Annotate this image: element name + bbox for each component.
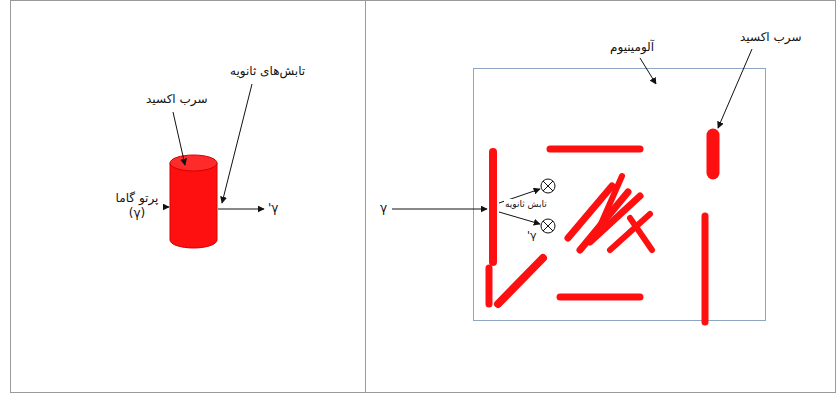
lead-oxide-cylinder	[170, 155, 217, 248]
label: آلومینیوم	[610, 40, 654, 55]
label: γ	[380, 201, 387, 216]
label: تابش ثانویه	[504, 199, 548, 210]
detector-symbol	[541, 179, 555, 193]
aluminium-block	[474, 69, 766, 321]
label: سرب اکسید	[740, 30, 801, 45]
label: γ'	[268, 201, 278, 216]
secondary-arrow	[499, 212, 540, 224]
gamma-arrow	[164, 207, 169, 208]
leader-line	[718, 49, 752, 128]
label: سرب اکسید	[146, 92, 207, 107]
output-arrow	[218, 209, 264, 210]
outer-frame	[11, 1, 836, 393]
label: تابش‌های ثانویه	[230, 64, 305, 79]
lead-oxide-particles	[489, 135, 713, 322]
leader-line	[173, 112, 185, 165]
panel-divider	[365, 0, 366, 393]
leader-line	[222, 84, 252, 203]
leader-line	[640, 58, 656, 84]
label: پرتو گاما (γ)	[108, 191, 166, 221]
label: γ'	[527, 229, 537, 243]
gamma-arrow	[392, 209, 487, 210]
detector-symbol	[541, 219, 555, 233]
